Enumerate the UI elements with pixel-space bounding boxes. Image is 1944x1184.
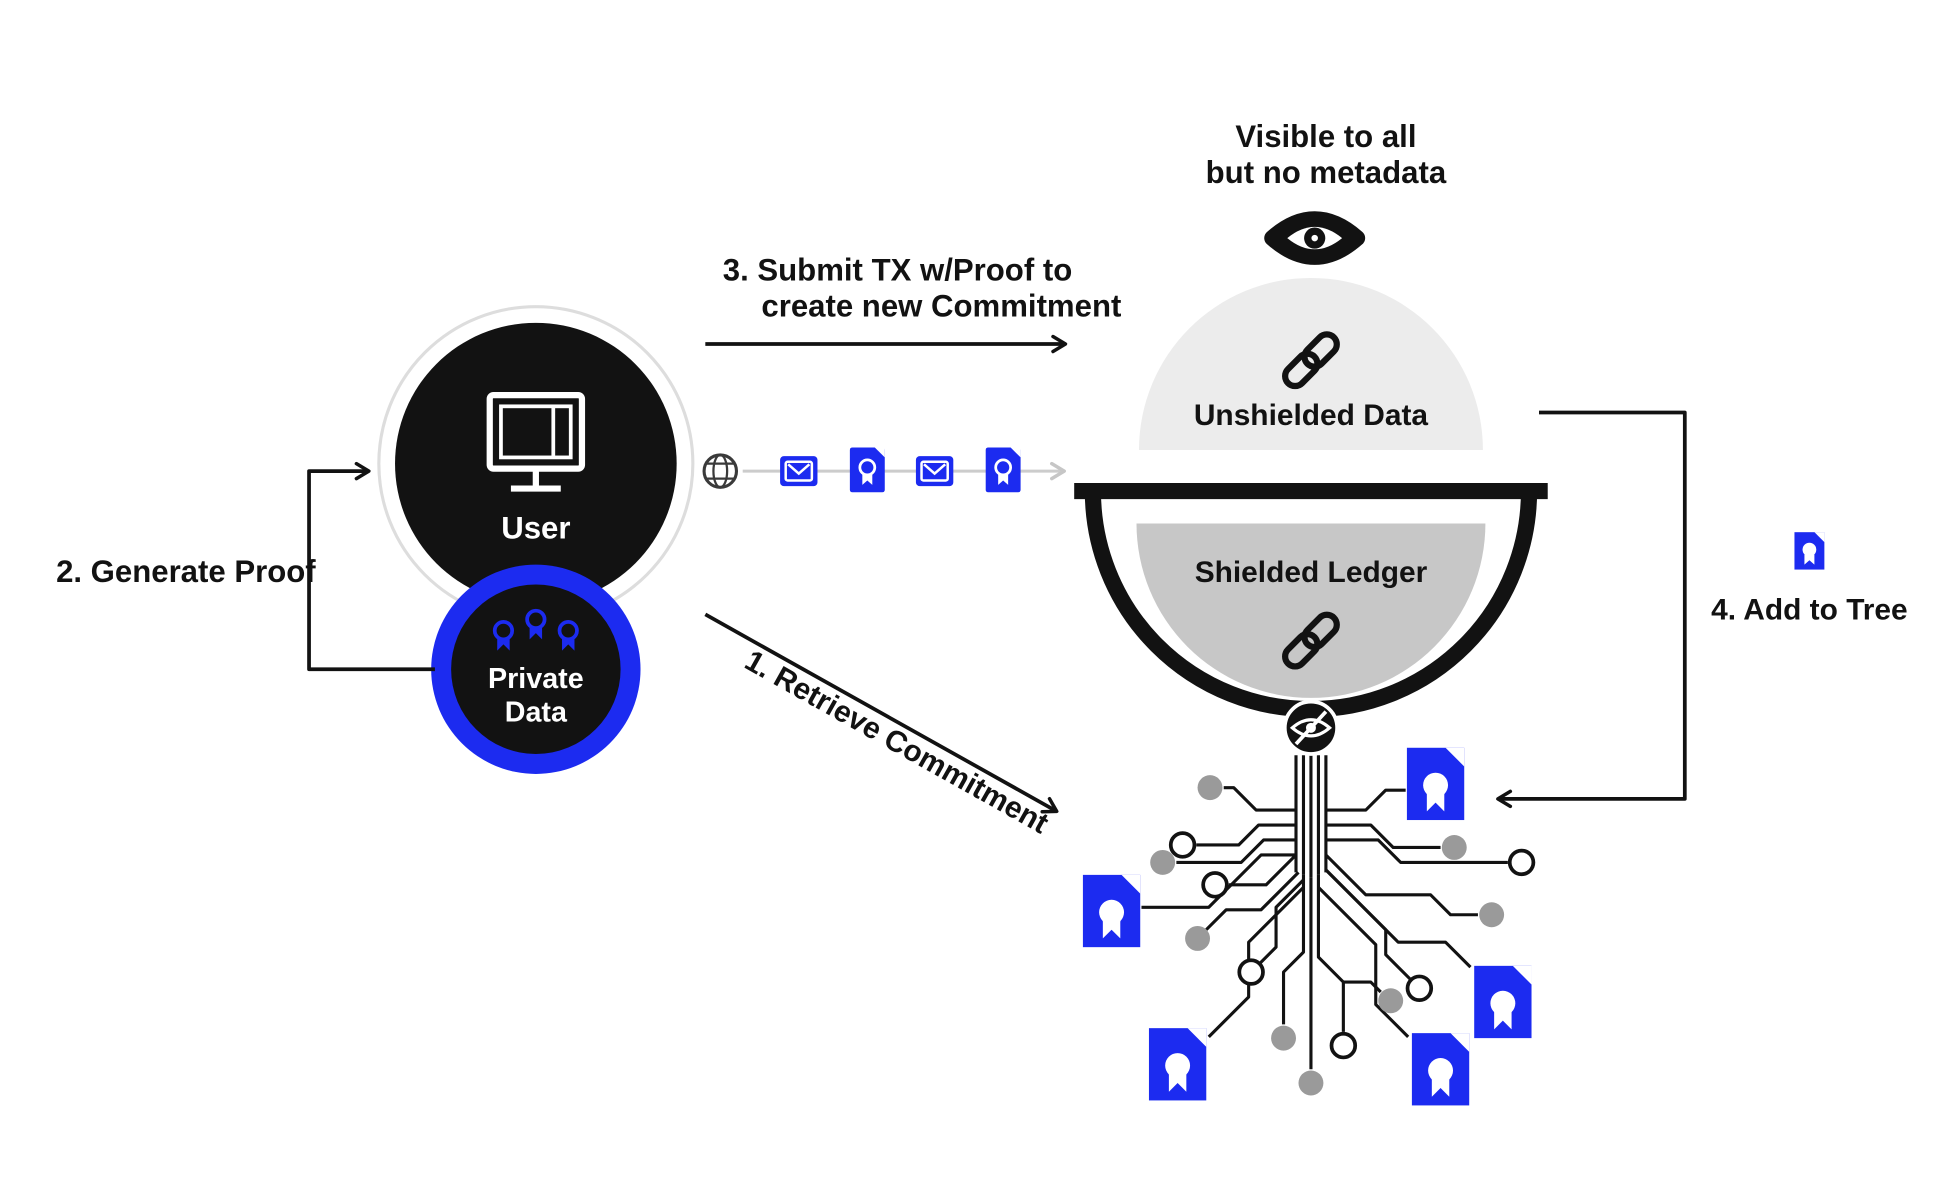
private-data-label-line2: Data [505, 697, 568, 729]
tree-branch [1281, 874, 1306, 1025]
tree-node-filled [1185, 925, 1211, 951]
user-circle [395, 322, 677, 605]
visibility-note: Visible to all but no metadata [1206, 119, 1447, 265]
tree-nodes [1150, 775, 1536, 1096]
retrieve-arrow [704, 612, 1059, 814]
tree-branch [1228, 853, 1298, 887]
tree-node-open [1201, 871, 1229, 899]
tree-node-open [1507, 848, 1536, 877]
step4-add-to-tree-label: 4. Add to Tree [1711, 593, 1908, 626]
shielded-ledger-bowl: Shielded Ledger [1074, 482, 1548, 718]
document-seal-icon [1411, 1033, 1470, 1106]
document-seal-icon [848, 446, 887, 494]
tree-node-open [1168, 831, 1197, 859]
tree-branch [1223, 786, 1296, 812]
globe-icon [702, 453, 739, 489]
tree-branch [1324, 868, 1472, 969]
step3-label-line1: 3. Submit TX w/Proof to [723, 252, 1072, 287]
tree-branch [1317, 886, 1410, 1038]
monitor-icon [486, 391, 586, 492]
document-seal-icon [1406, 747, 1465, 821]
eye-icon [1264, 211, 1366, 265]
tree-branch [1257, 878, 1305, 966]
tree-node-filled [1197, 775, 1223, 801]
tree-node-filled [1441, 835, 1467, 860]
unshielded-data-label: Unshielded Data [1194, 399, 1429, 432]
tree-branch [1325, 788, 1406, 812]
tree-node-filled [1271, 1025, 1296, 1051]
private-data-label-line1: Private [488, 663, 584, 695]
step2-generate-proof-label: 2. Generate Proof [56, 554, 316, 589]
add-to-tree-arrow [1496, 410, 1687, 809]
tree-branch [1324, 868, 1412, 981]
envelope-icon [778, 454, 819, 488]
tree-branch [1205, 871, 1300, 931]
tree-branches [1141, 786, 1508, 1070]
tree-branch [1316, 874, 1345, 1032]
transaction-stream [702, 446, 1066, 494]
commitment-tree [1141, 755, 1508, 1070]
tree-node-open [1405, 974, 1434, 1002]
tree-documents [1082, 747, 1532, 1106]
envelope-icon [914, 454, 955, 488]
visible-label-line1: Visible to all [1235, 119, 1416, 154]
visible-label-line2: but no metadata [1206, 155, 1447, 190]
tree-node-filled [1150, 849, 1176, 875]
retrieve-commitment: 1. Retrieve Commitment [704, 612, 1059, 840]
tree-branch [1324, 853, 1478, 917]
unshielded-data-dome: Unshielded Data [1138, 277, 1483, 450]
tree-stem [1294, 755, 1328, 878]
document-seal-icon [1148, 1028, 1207, 1101]
tree-branch [1325, 823, 1441, 850]
shielded-ledger-label: Shielded Ledger [1195, 556, 1428, 589]
generate-proof-arrow [307, 461, 435, 672]
user-label: User [501, 510, 570, 545]
tree-node-open [1237, 958, 1265, 986]
add-to-tree: 4. Add to Tree [1496, 410, 1908, 809]
tree-branch [1196, 823, 1296, 847]
tree-branch [1176, 838, 1296, 864]
step1-retrieve-label: 1. Retrieve Commitment [739, 644, 1054, 840]
tree-branch [1141, 853, 1296, 909]
document-seal-icon [1082, 874, 1141, 948]
eye-slash-icon [1282, 699, 1339, 756]
private-data-circle [451, 584, 621, 754]
tree-node-filled [1378, 988, 1404, 1014]
tree-node-filled [1479, 902, 1505, 928]
document-seal-icon [984, 446, 1022, 494]
ledger-shape [1136, 523, 1486, 698]
document-seal-icon [1794, 532, 1825, 570]
tree-node-filled [1298, 1070, 1324, 1096]
document-seal-icon [1474, 965, 1532, 1039]
tree-branch [1325, 838, 1508, 864]
tree-node-open [1329, 1031, 1358, 1060]
tree-branch [1343, 980, 1382, 994]
private-data-node: Private Data [431, 564, 641, 774]
step3-label-line2: create new Commitment [761, 289, 1121, 324]
